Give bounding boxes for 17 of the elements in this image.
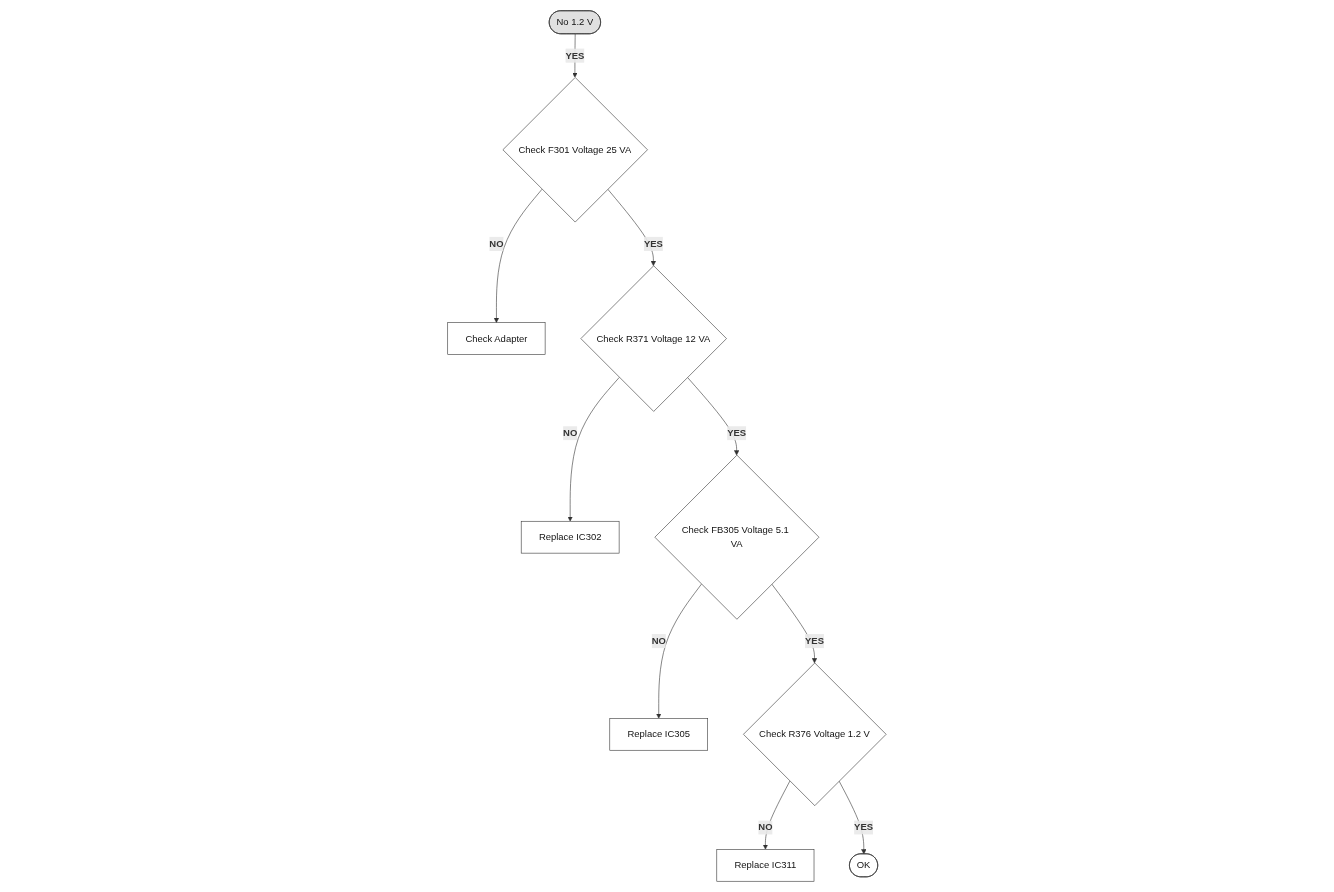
edge-label: YES — [854, 822, 874, 833]
node-box: Check Adapter — [447, 322, 546, 355]
node-diamond: Check R376 Voltage 1.2 V — [743, 662, 887, 806]
edge-label: NO — [758, 822, 773, 833]
edge-label: NO — [563, 427, 578, 439]
node-diamond: Check R371 Voltage 12 VA — [580, 265, 727, 412]
edge-label: YES — [805, 635, 824, 646]
edge-label: YES — [644, 238, 663, 249]
edge-label: YES — [727, 427, 747, 439]
edge-label: YES — [565, 50, 585, 61]
node-box: Replace IC305 — [609, 718, 709, 751]
edge-label: NO — [651, 635, 666, 646]
node-box: Replace IC311 — [716, 849, 815, 882]
edge-label: NO — [489, 238, 504, 249]
node-diamond: Check F301 Voltage 25 VA — [502, 77, 648, 223]
node-box: Replace IC302 — [520, 520, 620, 554]
node-diamond: Check FB305 Voltage 5.1 VA — [654, 454, 820, 620]
